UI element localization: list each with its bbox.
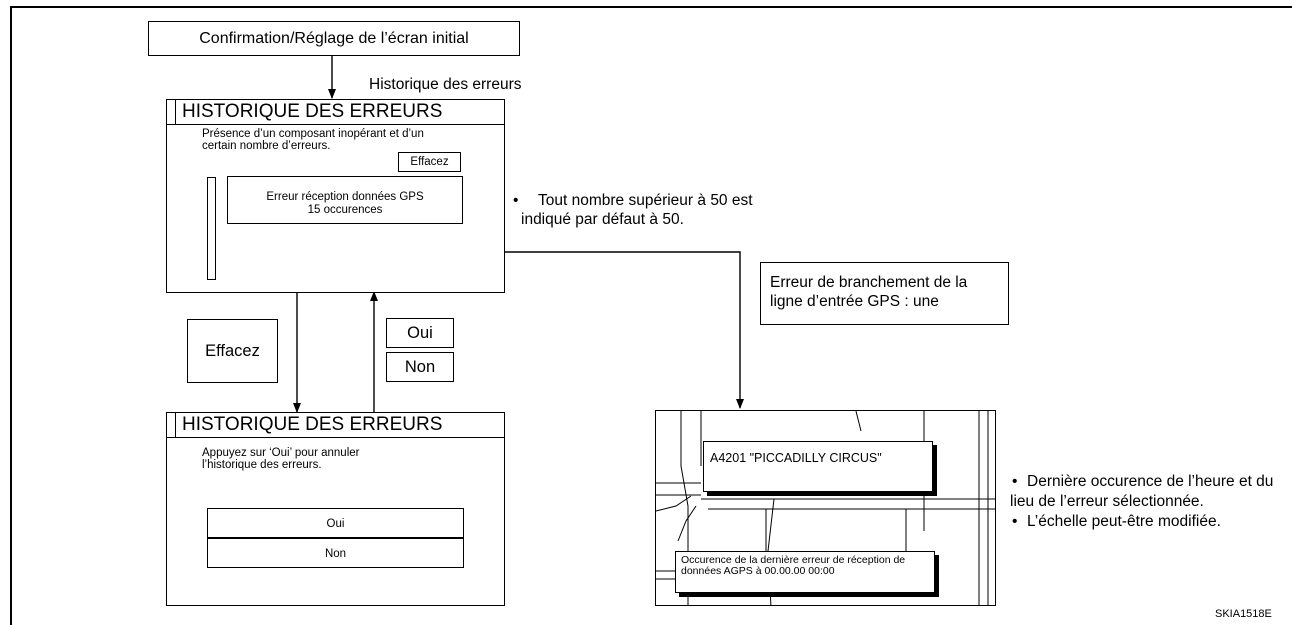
note-limit-line1: Tout nombre supérieur à 50 est	[538, 192, 753, 209]
note-right-2: • L’échelle peut-être modifiée.	[1010, 512, 1290, 532]
location-label-text: A4201 "PICCADILLY CIRCUS"	[710, 451, 882, 465]
no-button[interactable]: Non	[207, 538, 464, 568]
action-no-label: Non	[404, 358, 436, 376]
screen-title-bar: HISTORIQUE DES ERREURS	[167, 413, 504, 438]
error-item-count: 15 occurences	[307, 204, 383, 216]
error-history-screen: HISTORIQUE DES ERREURS Présence d’un com…	[166, 99, 505, 293]
bullet-icon: •	[513, 192, 519, 209]
notes-right: • Dernière occurence de l’heure et du li…	[1010, 472, 1290, 532]
action-clear-box: Effacez	[187, 319, 278, 383]
note-right-1: • Dernière occurence de l’heure et du li…	[1010, 472, 1290, 511]
note-right-2-text: L’échelle peut-être modifiée.	[1027, 513, 1221, 530]
action-no-box: Non	[386, 352, 454, 382]
action-yes-box: Oui	[386, 318, 454, 348]
screen-title: HISTORIQUE DES ERREURS	[182, 414, 443, 435]
error-list-item[interactable]: Erreur réception données GPS 15 occurenc…	[227, 176, 463, 224]
screen-title-bar: HISTORIQUE DES ERREURS	[167, 100, 504, 125]
note-right-1-text: Dernière occurence de l’heure et du lieu…	[1010, 473, 1274, 510]
arrow-history-to-map	[505, 251, 744, 409]
screen-description: Appuyez sur ‘Oui’ pour annuler l’histori…	[202, 447, 360, 471]
action-yes-label: Oui	[407, 324, 433, 342]
bullet-icon: •	[1012, 473, 1018, 490]
yes-button[interactable]: Oui	[207, 508, 464, 538]
no-button-label: Non	[324, 548, 347, 560]
note-limit-line2: indiqué par défaut à 50.	[521, 211, 684, 228]
start-box: Confirmation/Réglage de l’écran initial	[148, 21, 520, 56]
action-clear-label: Effacez	[205, 342, 260, 360]
clear-button[interactable]: Effacez	[398, 152, 461, 172]
scrollbar[interactable]	[207, 177, 216, 280]
figure-frame	[10, 6, 1292, 625]
map-screen: A4201 "PICCADILLY CIRCUS" Occurence de l…	[655, 410, 996, 606]
map-info-text: Occurence de la dernière erreur de récep…	[681, 554, 906, 577]
start-box-label: Confirmation/Réglage de l’écran initial	[199, 30, 469, 47]
bullet-icon: •	[1012, 513, 1018, 530]
arrow-label: Historique des erreurs	[369, 76, 522, 93]
confirm-clear-screen: HISTORIQUE DES ERREURS Appuyez sur ‘Oui’…	[166, 412, 505, 606]
error-item-name: Erreur réception données GPS	[266, 191, 424, 203]
note-limit: • Tout nombre supérieur à 50 est indiqué…	[513, 191, 753, 229]
gps-note-text: Erreur de branchement de la ligne d’entr…	[770, 274, 968, 310]
map-info-box: Occurence de la dernière erreur de récep…	[675, 551, 935, 593]
screen-title: HISTORIQUE DES ERREURS	[182, 101, 443, 122]
map-location-label: A4201 "PICCADILLY CIRCUS"	[703, 441, 933, 492]
figure-code: SKIA1518E	[1215, 608, 1272, 620]
screen-description: Présence d’un composant inopérant et d’u…	[202, 128, 424, 152]
yes-button-label: Oui	[326, 518, 345, 530]
gps-note-box: Erreur de branchement de la ligne d’entr…	[760, 262, 1009, 325]
